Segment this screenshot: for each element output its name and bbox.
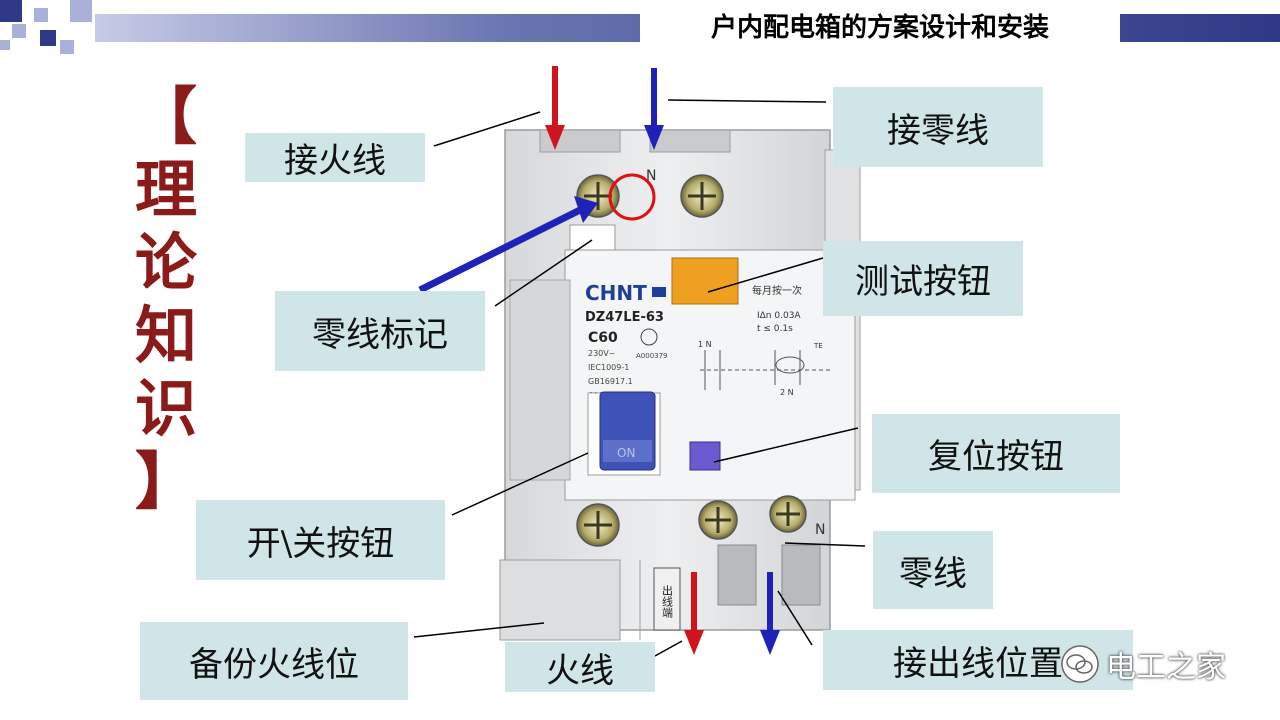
label-switch-button: 开\关按钮 [196, 500, 445, 580]
side-title-char: 识 [134, 372, 197, 445]
label-reset-button: 复位按钮 [872, 414, 1120, 493]
leader-live-in [433, 111, 541, 147]
neutral-mark-arrow [418, 196, 598, 294]
watermark: 电工之家 [1060, 640, 1226, 688]
brand-logo: CHNT [585, 281, 647, 305]
bottom-left-screw [576, 503, 620, 547]
side-title-char: 论 [134, 226, 197, 299]
switch-on-text: ON [617, 446, 635, 460]
test-button-graphic [671, 257, 739, 305]
label-live: 火线 [505, 642, 655, 692]
label-neutral-mark: 零线标记 [275, 291, 485, 371]
leader-reset-button [713, 427, 859, 463]
bottom-right-screw [769, 495, 807, 533]
brand-mark [652, 287, 666, 297]
outlet-marker-char: 出线端 [661, 584, 674, 619]
leader-backup-live [413, 622, 545, 638]
label-neutral-in: 接零线 [833, 87, 1043, 167]
ccc-mark [640, 328, 658, 346]
circuit-schematic [700, 350, 830, 390]
outlet-marker-box [653, 567, 681, 631]
side-title: 【 理 论 知 识 】 [130, 80, 202, 518]
std2-text: GB16917.1 [588, 377, 633, 386]
schematic-2n: 2 N [780, 388, 794, 397]
neutral-in-arrow [644, 68, 664, 150]
model-text: DZ47LE-63 [585, 310, 664, 325]
label-live-in: 接火线 [245, 133, 425, 182]
leader-test-button [707, 257, 824, 293]
corner-squares-decoration [0, 0, 92, 54]
wechat-icon [1061, 645, 1099, 683]
rating-text: C60 [588, 330, 618, 346]
neutral-out-arrow [760, 572, 780, 655]
voltage-text: 230V~ [588, 349, 615, 358]
idn-text: IΔn 0.03A [757, 311, 801, 321]
bottom-mid-screw [698, 500, 738, 540]
reset-button-graphic [689, 441, 721, 471]
top-right-screw [680, 174, 724, 218]
live-out-arrow [684, 572, 704, 655]
side-title-char: 知 [134, 299, 197, 372]
schematic-1n: 1 N [698, 340, 712, 349]
breaker-body [499, 129, 861, 641]
side-title-char: 【 [134, 80, 197, 153]
leader-neutral [784, 542, 866, 547]
label-neutral: 零线 [873, 531, 993, 609]
neutral-n-mark-top: N [646, 168, 656, 184]
watermark-text: 电工之家 [1106, 650, 1226, 685]
schematic-te: TE [813, 342, 823, 350]
test-hint: 每月按一次 [752, 284, 802, 297]
leader-neutral-mark [494, 239, 593, 307]
leader-live [654, 640, 683, 657]
leader-switch-button [451, 452, 589, 516]
code-text: A000379 [636, 352, 668, 360]
live-in-arrow [545, 66, 565, 150]
label-test-button: 测试按钮 [823, 241, 1023, 316]
t-text: t ≤ 0.1s [757, 324, 793, 334]
switch-handle-graphic [587, 391, 661, 476]
leader-neutral-in [667, 99, 827, 103]
leader-outlet [777, 590, 813, 646]
header-title: 户内配电箱的方案设计和安装 [640, 8, 1120, 48]
side-title-char: 】 [134, 445, 197, 518]
label-backup-live: 备份火线位 [140, 622, 408, 700]
neutral-mark-circle [608, 173, 656, 221]
std1-text: IEC1009-1 [588, 363, 629, 372]
neutral-n-mark-bottom: N [815, 522, 825, 538]
side-title-char: 理 [134, 153, 197, 226]
